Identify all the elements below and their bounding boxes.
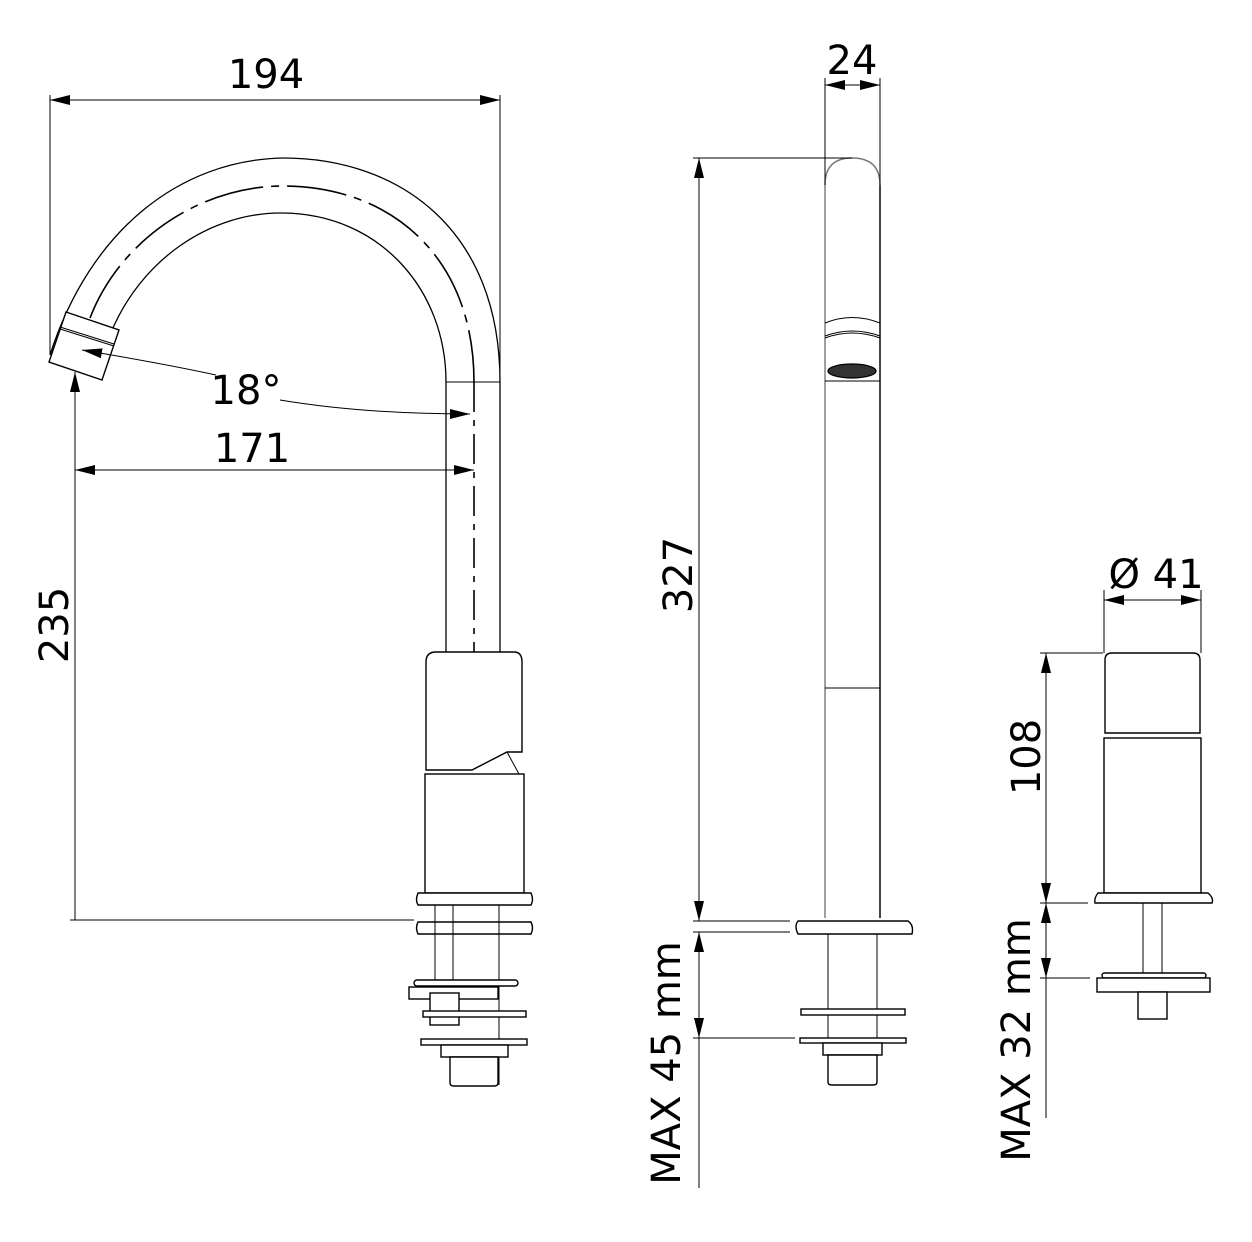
- dimension-max-45: MAX 45 mm: [644, 931, 795, 1188]
- valve-body: [408, 651, 534, 1087]
- dimension-label: 327: [656, 537, 702, 613]
- dimension-235: 235: [32, 372, 414, 921]
- dimension-angle-18: 18°: [81, 348, 471, 419]
- aerator-front: [824, 317, 881, 382]
- dimension-label: MAX 32 mm: [994, 918, 1040, 1162]
- dimension-label: 171: [214, 426, 290, 472]
- dimension-max-32: MAX 32 mm: [994, 903, 1090, 1162]
- dimension-label: 18°: [211, 368, 282, 414]
- dimension-171: 171: [75, 426, 474, 475]
- spout-front-body: [824, 157, 881, 918]
- dimension-label: 108: [1004, 719, 1050, 795]
- dimension-label: 194: [228, 52, 304, 98]
- dimension-label: MAX 45 mm: [644, 941, 690, 1185]
- front-view: 24 327 MAX 45 mm: [644, 38, 914, 1188]
- dimension-327: 327: [656, 157, 852, 922]
- aerator-outlet: [48, 311, 120, 381]
- dimension-108: 108: [1004, 652, 1103, 904]
- spout-outer-arc: [49, 157, 501, 383]
- dimension-label: 235: [32, 587, 78, 663]
- handle-view: Ø 41 108 MAX 32 mm: [994, 552, 1214, 1162]
- dimension-diameter-41: Ø 41: [1103, 552, 1204, 653]
- side-view: 194 18° 171 235: [32, 52, 534, 1087]
- spout-centerline: [89, 185, 475, 383]
- dimension-194: 194: [49, 52, 501, 382]
- spout-inner-arc: [109, 212, 447, 383]
- dimension-24: 24: [824, 38, 881, 185]
- dimension-label: 24: [827, 38, 878, 84]
- dimension-label: Ø 41: [1108, 552, 1203, 598]
